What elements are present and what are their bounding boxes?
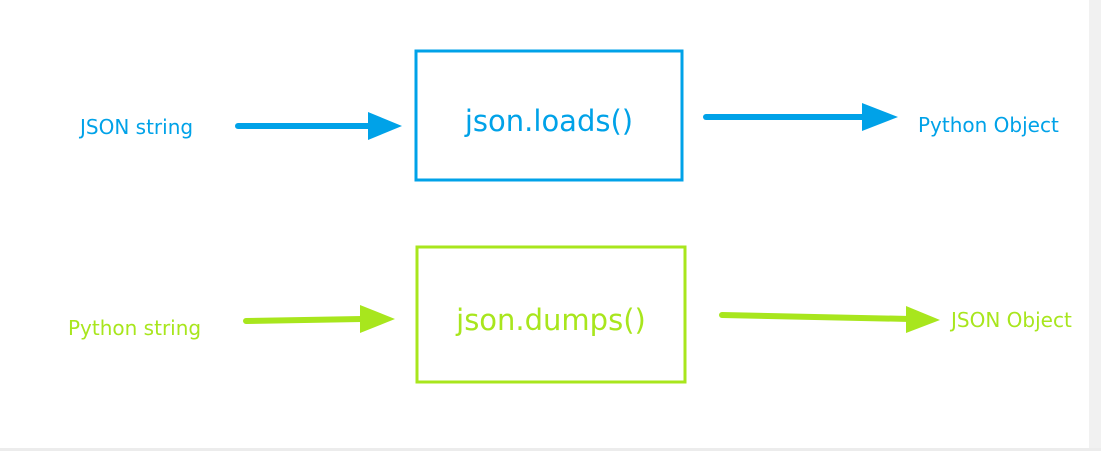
dumps-input-label: Python string <box>68 316 201 340</box>
dumps-function-label: json.dumps() <box>455 303 646 337</box>
dumps-flow: Python string json.dumps() JSON Object <box>68 245 1072 384</box>
loads-flow: JSON string json.loads() Python Object <box>78 49 1059 182</box>
dumps-input-arrow <box>243 305 395 333</box>
loads-output-label: Python Object <box>918 113 1059 137</box>
loads-output-arrowhead <box>862 103 898 131</box>
dumps-input-arrowhead <box>360 305 395 333</box>
loads-function-label: json.loads() <box>464 104 633 138</box>
dumps-output-label: JSON Object <box>949 308 1072 332</box>
dumps-input-arrow-shaft <box>243 316 365 324</box>
dumps-output-arrow-shaft <box>719 312 913 322</box>
bottom-edge-strip <box>0 448 1101 451</box>
loads-output-arrow <box>703 103 898 131</box>
dumps-output-arrow <box>719 306 940 333</box>
dumps-function-box <box>415 245 687 384</box>
right-edge-strip <box>1089 0 1101 451</box>
loads-input-arrow <box>235 112 402 140</box>
loads-input-label: JSON string <box>78 115 193 139</box>
loads-input-arrowhead <box>368 112 402 140</box>
loads-function-box <box>414 49 684 182</box>
dumps-output-arrowhead <box>906 306 940 333</box>
